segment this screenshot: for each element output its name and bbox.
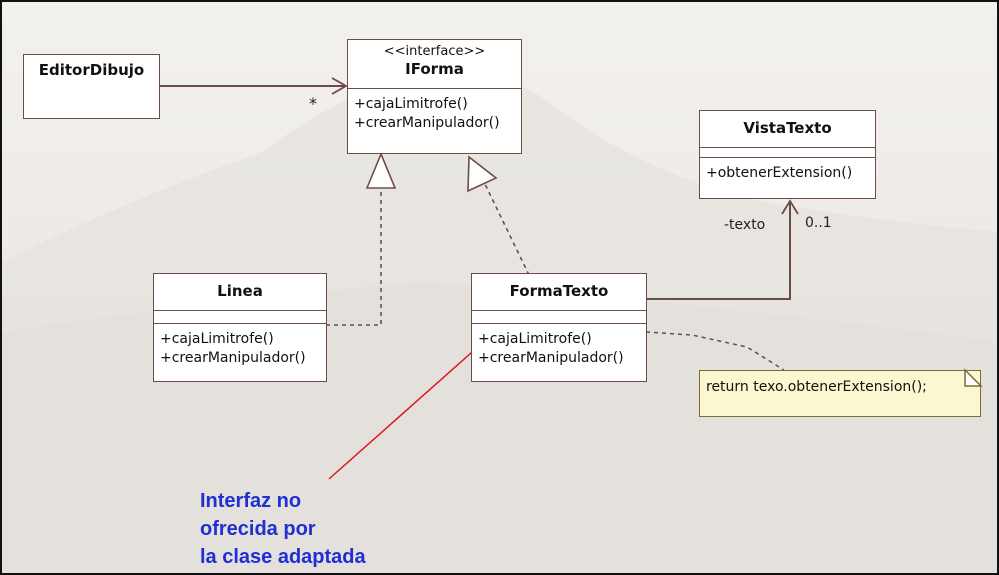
class-name: IForma [405, 60, 464, 78]
association-formatexto-vistatexto [646, 201, 791, 300]
attributes-compartment [472, 311, 646, 324]
callout-pointer [328, 344, 481, 480]
callout-line: ofrecida por [200, 518, 316, 540]
arrowhead-open [331, 77, 348, 95]
realization-triangle-formatexto [467, 155, 498, 193]
operation: +crearManipulador() [478, 350, 624, 366]
operation: +crearManipulador() [160, 350, 306, 366]
arrowhead-open-vista [781, 199, 799, 215]
operation: +cajaLimitrofe() [354, 96, 468, 112]
class-name: FormaTexto [509, 282, 609, 300]
realization-linea-iforma [326, 188, 382, 326]
multiplicity-vista: 0..1 [805, 215, 832, 231]
attributes-compartment [154, 311, 326, 324]
class-name: EditorDibujo [38, 61, 145, 79]
class-formatexto: FormaTexto +cajaLimitrofe() +crearManipu… [471, 273, 647, 382]
class-editordibujo: EditorDibujo [23, 54, 160, 119]
operation: +cajaLimitrofe() [160, 331, 274, 347]
note-connector [645, 331, 785, 371]
realization-triangle-linea [365, 151, 397, 189]
class-vistatexto: VistaTexto +obtenerExtension() [699, 110, 876, 199]
operation: +crearManipulador() [354, 115, 500, 131]
class-name: VistaTexto [743, 119, 832, 137]
multiplicity-star: * [309, 94, 317, 113]
callout-text: Interfaz no ofrecida por la clase adapta… [200, 487, 366, 571]
role-label-texto: -texto [724, 217, 766, 233]
operation: +obtenerExtension() [706, 165, 853, 181]
stereotype-label: <<interface>> [383, 44, 486, 59]
operation: +cajaLimitrofe() [478, 331, 592, 347]
note-text: return texo.obtenerExtension(); [706, 379, 927, 395]
class-linea: Linea +cajaLimitrofe() +crearManipulador… [153, 273, 327, 382]
code-note: return texo.obtenerExtension(); [699, 370, 981, 417]
interface-iforma: <<interface>> IForma +cajaLimitrofe() +c… [347, 39, 522, 154]
class-name: Linea [217, 282, 263, 300]
callout-line: la clase adaptada [200, 546, 366, 568]
attributes-compartment [700, 148, 875, 158]
realization-formatexto-iforma [483, 181, 530, 276]
callout-line: Interfaz no [200, 490, 302, 512]
